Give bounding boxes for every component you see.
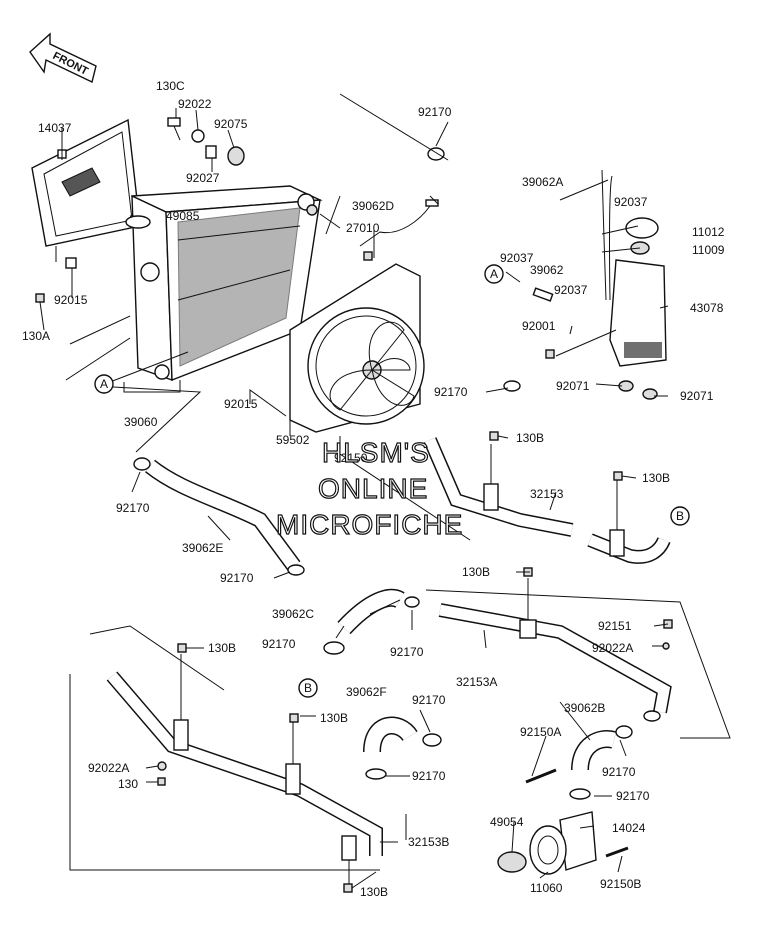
part-label: 92170 bbox=[434, 385, 468, 399]
part-label: 92027 bbox=[186, 171, 220, 185]
leader-lines bbox=[39, 93, 731, 889]
pipe-32153b-icon bbox=[106, 654, 383, 886]
wire-icon bbox=[359, 205, 431, 247]
part-label: 92037 bbox=[614, 195, 648, 209]
part-label: 39062D bbox=[352, 199, 394, 213]
part-label: 92170 bbox=[116, 501, 150, 515]
part-label: 39062E bbox=[182, 541, 223, 555]
front-arrow: FRONT bbox=[29, 32, 97, 84]
part-label: 49054 bbox=[490, 815, 524, 829]
watermark-line-3: MICROFICHE bbox=[276, 509, 463, 540]
part-label: 130 bbox=[118, 777, 138, 791]
upper-hose-icon bbox=[427, 147, 521, 392]
callout-a-2: A bbox=[484, 264, 504, 284]
part-label: 92022 bbox=[178, 97, 212, 111]
part-label: 130B bbox=[642, 471, 670, 485]
part-label: 92037 bbox=[554, 283, 588, 297]
part-label: 92170 bbox=[602, 765, 636, 779]
part-label: 39062 bbox=[530, 263, 564, 277]
part-label: 92037 bbox=[500, 251, 534, 265]
part-label: 14024 bbox=[612, 821, 646, 835]
part-label: 92075 bbox=[214, 117, 248, 131]
connector-icon bbox=[425, 199, 439, 207]
watermark-line-2: ONLINE bbox=[318, 473, 428, 504]
part-label: 92170 bbox=[412, 693, 446, 707]
part-label: 130B bbox=[516, 431, 544, 445]
pipe-32153a-icon bbox=[438, 578, 672, 722]
part-label: 92170 bbox=[412, 769, 446, 783]
part-number-labels: 130C 92022 92075 92027 14037 49085 92015… bbox=[22, 79, 725, 899]
part-label: 92170 bbox=[390, 645, 424, 659]
callout-label: B bbox=[676, 509, 684, 523]
part-label: 130B bbox=[360, 885, 388, 899]
part-label: 11060 bbox=[530, 881, 563, 895]
part-label: 39062F bbox=[346, 685, 387, 699]
part-label: 130B bbox=[208, 641, 236, 655]
part-label: 32153 bbox=[530, 487, 564, 501]
part-label: 32153B bbox=[408, 835, 449, 849]
part-label: 27010 bbox=[346, 221, 380, 235]
lower-left-hose-icon bbox=[133, 457, 305, 576]
part-label: 92022A bbox=[88, 761, 129, 775]
watermark: HLSM'S ONLINE MICROFICHE bbox=[275, 436, 463, 540]
watermark-line-1: HLSM'S bbox=[322, 437, 430, 468]
part-label: 92151 bbox=[598, 619, 632, 633]
part-label: 130C bbox=[156, 79, 185, 93]
callout-label: A bbox=[100, 377, 108, 391]
part-label: 92001 bbox=[522, 319, 556, 333]
part-label: 92170 bbox=[616, 789, 650, 803]
part-label: 92150 bbox=[334, 451, 368, 465]
part-label: 39062A bbox=[522, 175, 563, 189]
part-label: 59502 bbox=[276, 433, 310, 447]
callout-label: A bbox=[490, 267, 498, 281]
callout-a-1: A bbox=[94, 374, 114, 394]
part-label: 39060 bbox=[124, 415, 158, 429]
callout-b-1: B bbox=[670, 506, 690, 526]
rod-icon bbox=[532, 287, 554, 302]
part-label: 92022A bbox=[592, 641, 633, 655]
part-label: 92150B bbox=[600, 877, 641, 891]
fan-shroud-icon bbox=[289, 263, 425, 433]
part-label: 32153A bbox=[456, 675, 497, 689]
part-label: 92170 bbox=[418, 105, 452, 119]
thermostat-housing-icon bbox=[497, 768, 629, 875]
pipe-32153-icon bbox=[423, 437, 671, 564]
filler-neck-icon bbox=[125, 215, 151, 229]
part-label: 39062C bbox=[272, 607, 314, 621]
part-label: 14037 bbox=[38, 121, 72, 135]
radiator-icon bbox=[131, 185, 323, 382]
part-label: 11012 bbox=[692, 225, 725, 239]
part-label: 92150A bbox=[520, 725, 561, 739]
mount-parts-icon bbox=[167, 117, 245, 166]
part-label: 92071 bbox=[680, 389, 714, 403]
part-label: 130B bbox=[462, 565, 490, 579]
part-label: 92071 bbox=[556, 379, 590, 393]
callout-b-2: B bbox=[298, 678, 318, 698]
callout-label: B bbox=[304, 681, 312, 695]
part-label: 11009 bbox=[692, 243, 725, 257]
part-label: 92170 bbox=[262, 637, 296, 651]
part-label: 130B bbox=[320, 711, 348, 725]
part-label: 92015 bbox=[224, 397, 258, 411]
part-label: 130A bbox=[22, 329, 50, 343]
part-label: 39062B bbox=[564, 701, 605, 715]
part-label: 43078 bbox=[690, 301, 724, 315]
part-label: 49085 bbox=[166, 209, 200, 223]
part-label: 92015 bbox=[54, 293, 88, 307]
part-label: 92170 bbox=[220, 571, 254, 585]
radiator-screen-icon bbox=[31, 118, 141, 269]
